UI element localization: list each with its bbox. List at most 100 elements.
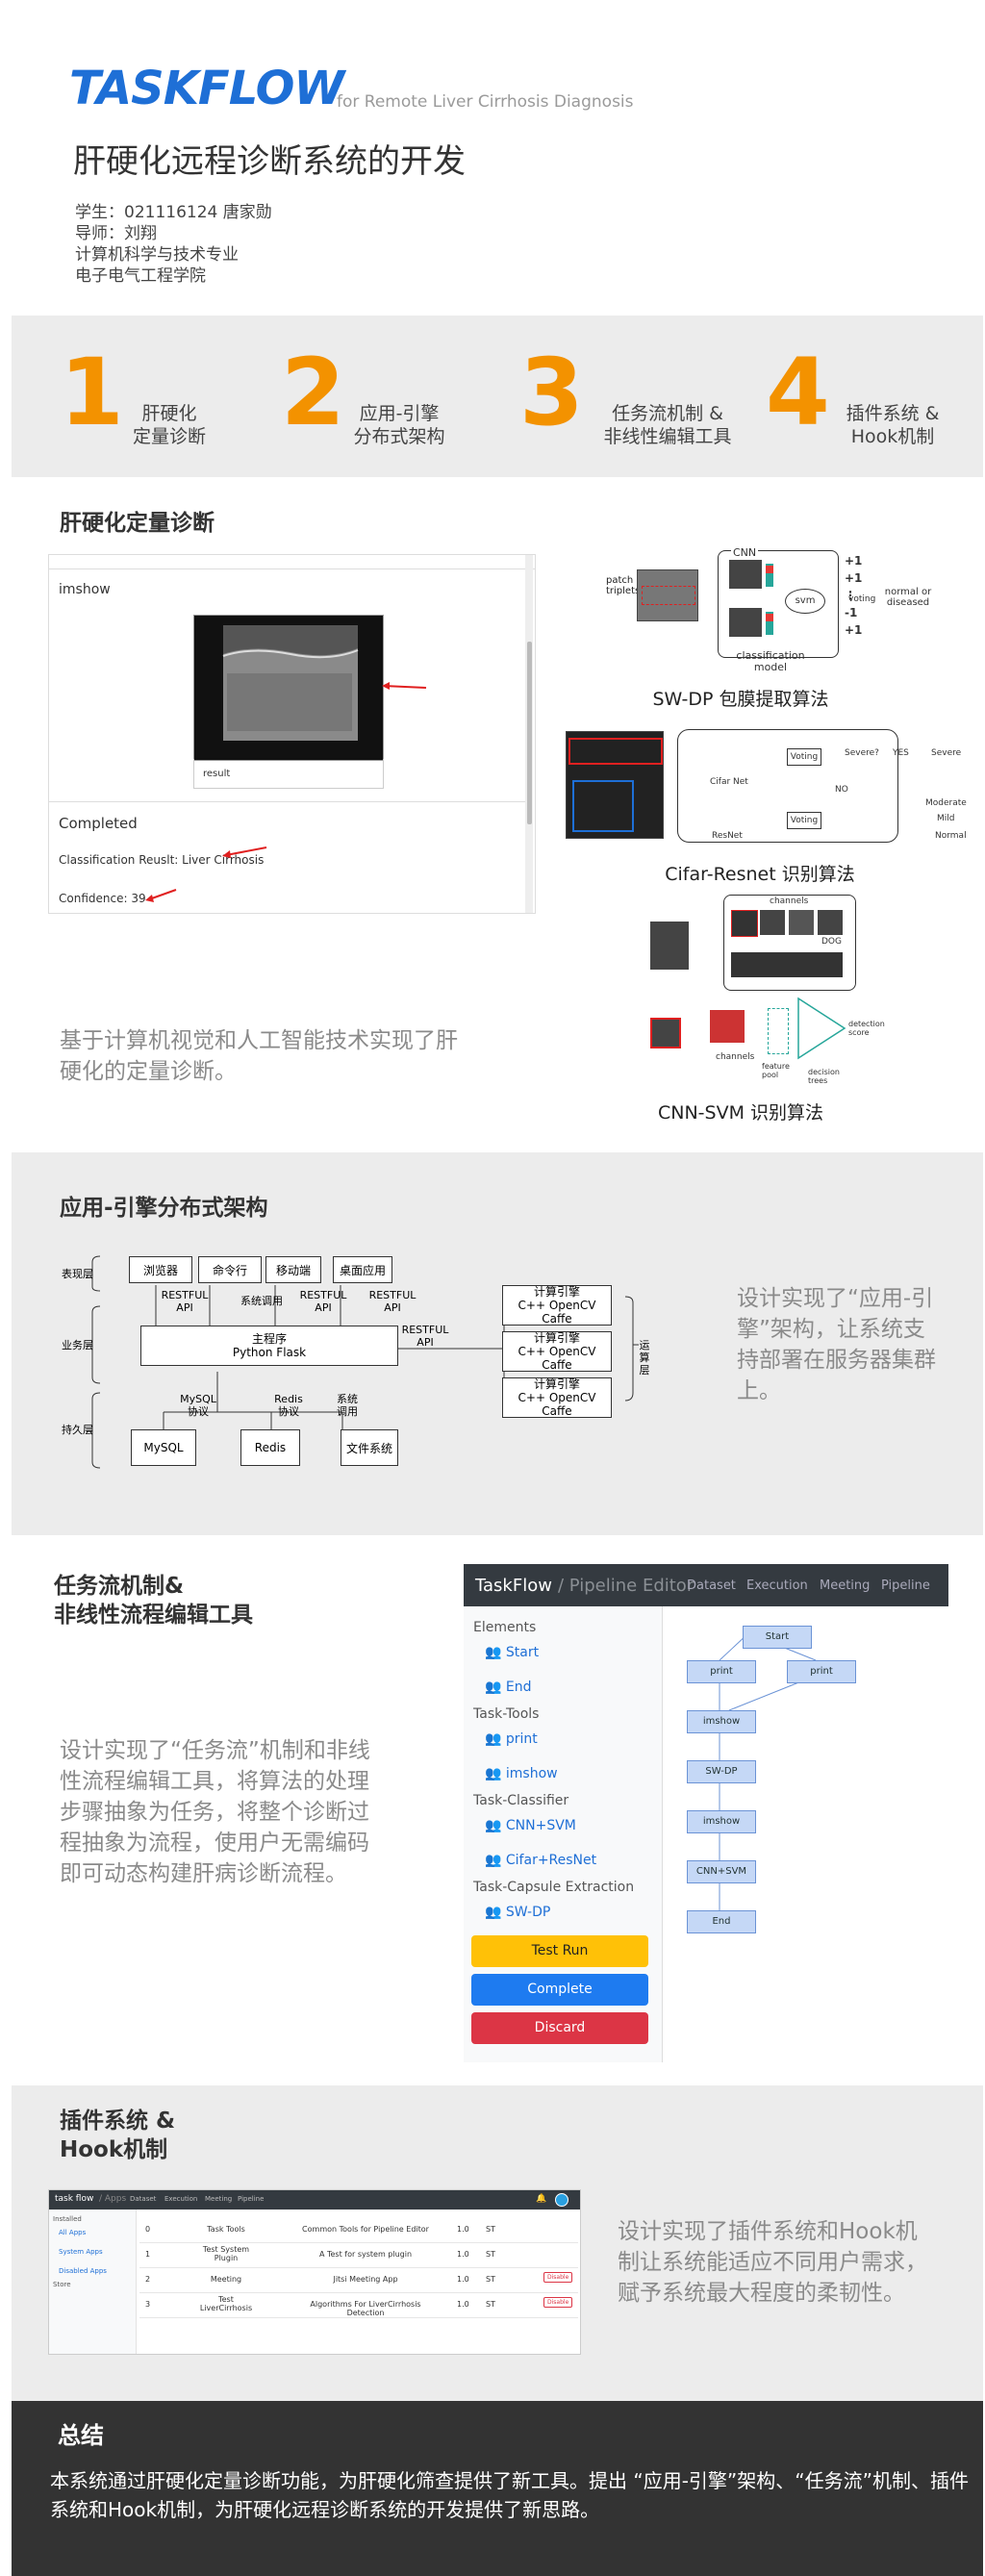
nav-meeting[interactable]: Meeting [820,1578,871,1593]
store-filesystem: 文件系统 [341,1429,398,1466]
item-sw-dp[interactable]: 👥 SW-DP [485,1905,551,1920]
plugin-description: 设计实现了插件系统和Hook机制让系统能适应不同用户需求，赋予系统最大程度的柔韧… [618,2219,927,2306]
item-print[interactable]: 👥 print [485,1731,538,1747]
confidence-value: Confidence: 39 [59,892,146,905]
test-run-button[interactable]: Test Run [471,1935,648,1967]
highlight-label-4: 插件系统 &Hook机制 [846,403,940,447]
architecture-description: 设计实现了“应用-引擎”架构，让系统支持部署在服务器集群上。 [737,1286,936,1403]
link-redis: Redis 协议 [274,1393,303,1418]
item-cnn-svm[interactable]: 👥 CNN+SVM [485,1818,576,1833]
users-icon: 👥 [485,1731,506,1747]
layer-persistence: 持久层 [62,1424,93,1436]
flow-node-cnn-svm[interactable]: CNN+SVM [687,1860,756,1883]
pipeline-editor-screenshot: TaskFlow / Pipeline Editor Dataset Execu… [464,1564,948,2062]
link-restful-2: RESTFUL API [299,1289,347,1314]
users-icon: 👥 [485,1766,506,1781]
major-info: 计算机科学与技术专业 [75,245,239,265]
plugin-sidebar: Installed All Apps System Apps Disabled … [49,2210,137,2354]
page-title: 肝硬化远程诊断系统的开发 [73,142,466,181]
store-mysql: MySQL [131,1429,196,1466]
taskflow-description: 设计实现了“任务流”机制和非线性流程编辑工具，将算法的处理步骤抽象为任务，将整个… [60,1738,370,1886]
red-arrow-icon [145,889,177,902]
client-desktop: 桌面应用 [333,1256,392,1283]
client-mobile: 移动端 [265,1256,321,1283]
users-icon: 👥 [485,1679,506,1695]
users-icon: 👥 [485,1645,506,1660]
side-system-apps[interactable]: System Apps [59,2248,103,2256]
flow-node-end[interactable]: End [687,1910,756,1933]
item-cifar-resnet[interactable]: 👥 Cifar+ResNet [485,1853,597,1868]
side-disabled-apps[interactable]: Disabled Apps [59,2267,107,2275]
cnn-svm-diagram: channels DOG channels feature pool decis… [650,893,929,1095]
table-row: 2 Meeting Jitsi Meeting App 1.0 ST Disab… [139,2267,578,2293]
ultrasound-image [193,615,384,761]
advisor-info: 导师：刘翔 [75,224,157,243]
classification-result: Classification Reuslt: Liver Cirrhosis [59,853,265,867]
editor-section: / Pipeline Editor [558,1576,695,1596]
highlight-label-2: 应用-引擎分布式架构 [353,403,445,447]
client-browser: 浏览器 [129,1256,192,1283]
highlight-number-1: 1 [60,339,124,446]
flow-node-print-1[interactable]: print [687,1660,756,1683]
layer-presentation: 表现层 [62,1268,93,1280]
plugin-navbar: task flow / Apps Dataset Execution Meeti… [49,2190,580,2210]
nav-execution[interactable]: Execution [746,1578,808,1593]
link-syscall: 系统调用 [240,1295,283,1307]
vote-list: +1+1⋮-1+1 [845,554,863,637]
group-task-classifier: Task-Classifier [473,1793,569,1808]
imshow-label: imshow [59,582,111,597]
highlight-label-1: 肝硬化定量诊断 [132,403,206,447]
layer-business: 业务层 [62,1339,93,1351]
flow-node-imshow-1[interactable]: imshow [687,1710,756,1733]
side-all-apps[interactable]: All Apps [59,2229,87,2236]
item-start[interactable]: 👥 Start [485,1645,540,1660]
swdp-caption: SW-DP 包膜提取算法 [652,689,829,710]
diagnosis-screenshot: imshow result Completed Classification R… [48,554,536,914]
item-imshow[interactable]: 👥 imshow [485,1766,558,1781]
nav-pipeline[interactable]: Pipeline [881,1578,930,1593]
college-info: 电子电气工程学院 [75,266,206,286]
group-task-tools: Task-Tools [473,1706,540,1722]
table-row: 1 Test System Plugin A Test for system p… [139,2242,578,2268]
summary-text: 本系统通过肝硬化定量诊断功能，为肝硬化筛查提供了新工具。提出 “应用-引擎”架构… [50,2469,970,2521]
plugin-table: 0 Task Tools Common Tools for Pipeline E… [139,2217,578,2323]
link-restful-3: RESTFUL API [368,1289,417,1314]
store-redis: Redis [240,1429,300,1466]
red-arrow-icon [222,846,267,858]
flow-node-sw-dp[interactable]: SW-DP [687,1760,756,1783]
completed-status: Completed [59,815,138,832]
flow-node-print-2[interactable]: print [787,1660,856,1683]
flow-node-imshow-2[interactable]: imshow [687,1810,756,1833]
table-row: 0 Task Tools Common Tools for Pipeline E… [139,2217,578,2243]
group-elements: Elements [473,1620,537,1635]
client-cli: 命令行 [198,1256,262,1283]
avatar[interactable] [555,2193,568,2207]
disable-button[interactable]: Disable [543,2297,573,2308]
nav-dataset[interactable]: Dataset [687,1578,736,1593]
users-icon: 👥 [485,1853,506,1868]
highlight-number-3: 3 [519,339,584,446]
disable-button[interactable]: Disable [543,2272,573,2283]
flow-node-start[interactable]: Start [743,1626,812,1649]
link-mysql: MySQL 协议 [180,1393,216,1418]
complete-button[interactable]: Complete [471,1974,648,2006]
table-row: 3 Test LiverCirrhosis Algorithms For Liv… [139,2292,578,2318]
link-engine: RESTFUL API [401,1324,449,1349]
editor-brand[interactable]: TaskFlow [475,1576,552,1596]
highlight-number-4: 4 [766,339,830,446]
summary-band [12,2401,983,2576]
diagnosis-title: 肝硬化定量诊断 [60,511,215,536]
discard-button[interactable]: Discard [471,2012,648,2044]
users-icon: 👥 [485,1818,506,1833]
bell-icon[interactable]: 🔔 [536,2194,547,2204]
item-end[interactable]: 👥 End [485,1679,532,1695]
architecture-diagram: 表现层 业务层 持久层 运算层 浏览器 命令行 移动端 桌面应用 RESTFUL… [54,1249,650,1476]
swdp-diagram: patch triplets CNN svm +1+1⋮-1+1 voting … [606,546,932,673]
users-icon: 👥 [485,1905,506,1920]
student-info: 学生：021116124 唐家勋 [75,203,272,222]
highlight-label-3: 任务流机制 &非线性编辑工具 [603,403,732,447]
